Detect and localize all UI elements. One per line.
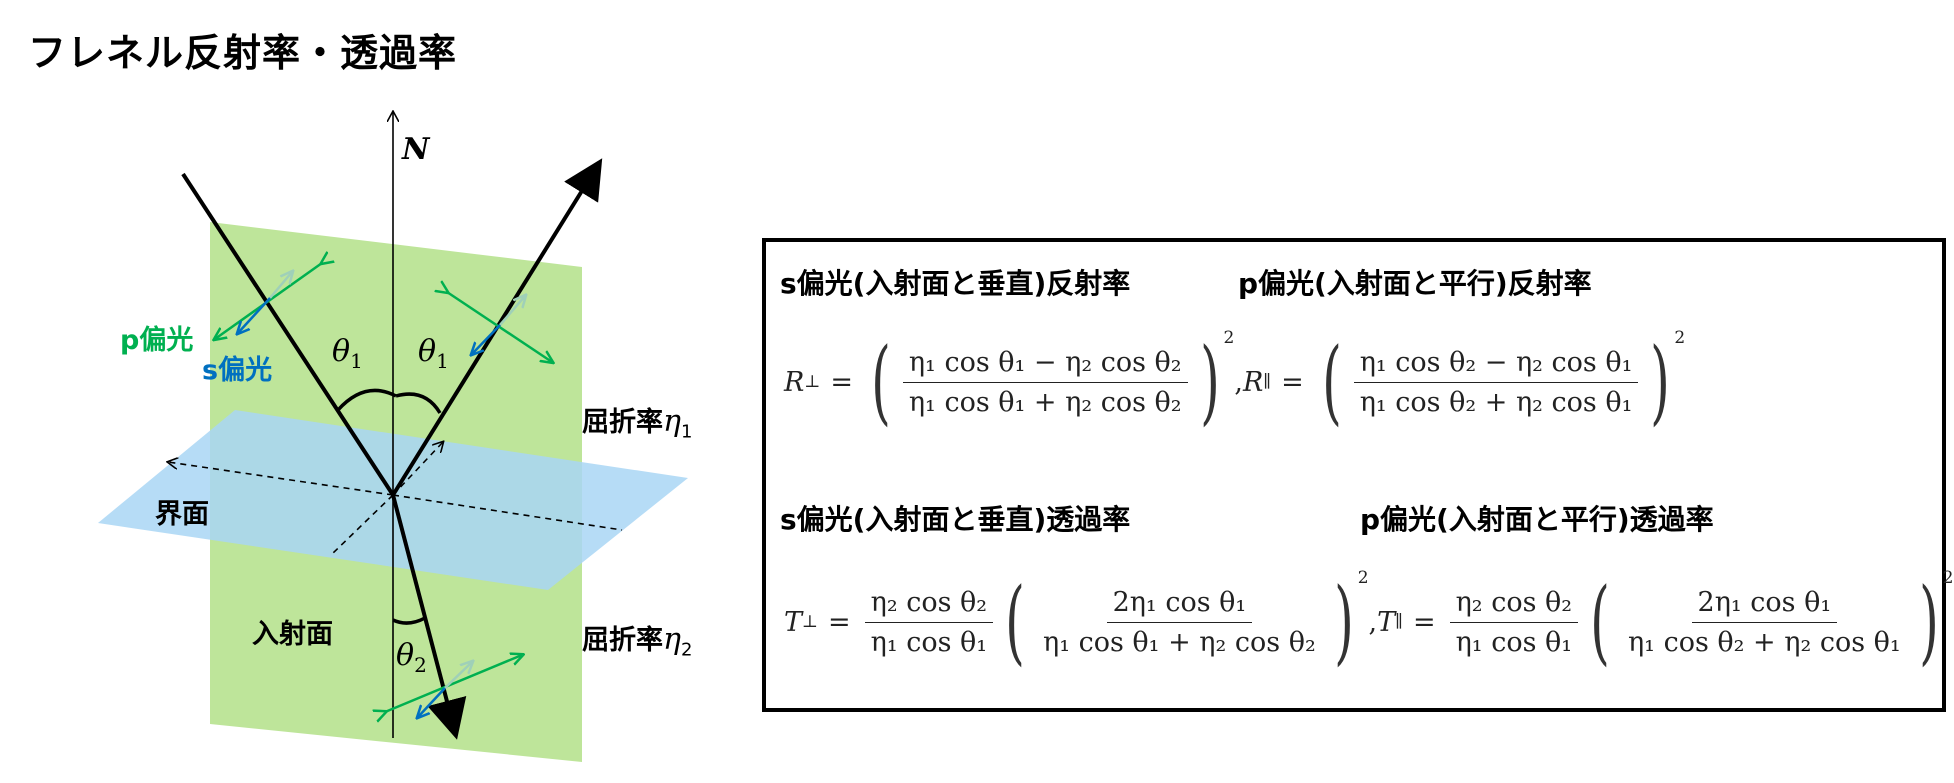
s-pol-reflected (472, 324, 501, 354)
refractive-index-2-label: 屈折率η2 (582, 622, 693, 661)
transmittance-equations: T⊥ = η₂ cos θ₂ η₁ cos θ₁ ( 2η₁ cos θ₁ η₁… (784, 568, 1954, 675)
s-pol-incident (238, 297, 271, 333)
reflectance-equations: R⊥ = ( η₁ cos θ₁ − η₂ cos θ₂ η₁ cos θ₁ +… (784, 328, 1686, 435)
p-reflectance-heading: p偏光(入射面と平行)反射率 (1238, 267, 1592, 300)
T-perp-prefactor: η₂ cos θ₂ η₁ cos θ₁ (864, 587, 994, 658)
s-pol-refracted-faint (444, 662, 472, 689)
T-perp-fraction: 2η₁ cos θ₁ η₁ cos θ₁ + η₂ cos θ₂ (1043, 586, 1316, 658)
fresnel-diagram (98, 0, 688, 762)
s-pol-incident-faint (269, 272, 292, 299)
s-pol-reflected-faint (499, 296, 525, 326)
theta1-right-arc (395, 392, 442, 414)
s-polarization-label: s偏光 (202, 355, 273, 386)
plane-of-incidence-label: 入射面 (252, 619, 333, 650)
T-par-prefactor: η₂ cos θ₂ η₁ cos θ₁ (1449, 587, 1579, 658)
interface-axis-1 (168, 462, 394, 496)
interface-axis-1b (392, 494, 623, 531)
interface-axis-2 (329, 494, 394, 557)
p-pol-refracted (385, 655, 522, 712)
s-pol-refracted (418, 687, 446, 717)
s-transmittance-heading: s偏光(入射面と垂直)透過率 (780, 503, 1131, 536)
interface-axis-2b (392, 442, 443, 496)
normal-label: N (402, 132, 430, 167)
R-par-fraction: η₁ cos θ₂ − η₂ cos θ₁ η₁ cos θ₂ + η₂ cos… (1353, 347, 1639, 418)
theta1-right-label: θ1 (418, 334, 449, 373)
refractive-index-1-label: 屈折率η1 (582, 404, 693, 443)
R-perp-fraction: η₁ cos θ₁ − η₂ cos θ₂ η₁ cos θ₁ + η₂ cos… (902, 347, 1188, 418)
p-polarization-label: p偏光 (120, 325, 194, 356)
p-transmittance-heading: p偏光(入射面と平行)透過率 (1360, 503, 1714, 536)
s-reflectance-heading: s偏光(入射面と垂直)反射率 (780, 267, 1131, 300)
theta2-arc (392, 616, 426, 625)
theta1-left-label: θ1 (332, 334, 363, 373)
page-title: フレネル反射率・透過率 (28, 31, 458, 75)
interface-label: 界面 (155, 499, 209, 530)
theta2-label: θ2 (396, 638, 427, 677)
theta1-left-arc (336, 388, 397, 412)
T-par-fraction: 2η₁ cos θ₁ η₁ cos θ₂ + η₂ cos θ₁ (1628, 586, 1901, 658)
formula-box: s偏光(入射面と垂直)反射率 p偏光(入射面と平行)反射率 R⊥ = ( η₁ … (762, 238, 1953, 712)
